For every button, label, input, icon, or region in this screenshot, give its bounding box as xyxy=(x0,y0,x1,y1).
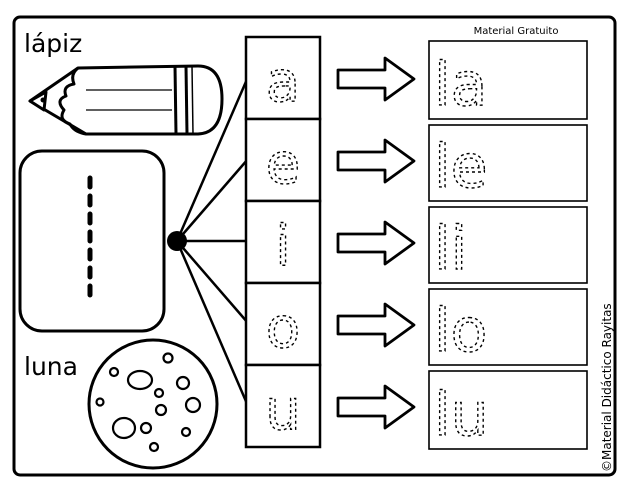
vowel-letter: e xyxy=(266,132,300,197)
syllable-box xyxy=(428,124,588,202)
syllable-box xyxy=(428,288,588,366)
right-arrow-icon xyxy=(336,220,416,266)
syllable-box xyxy=(428,40,588,120)
syllable-box xyxy=(428,206,588,284)
syllable-text: la xyxy=(434,50,487,120)
vowel-letter: a xyxy=(266,50,300,115)
right-arrow-icon xyxy=(336,56,416,102)
vowel-box xyxy=(244,281,322,367)
pencil-drawing xyxy=(28,64,224,136)
vowel-box xyxy=(244,35,322,121)
vowel-letter: u xyxy=(265,378,301,443)
syllable-text: lo xyxy=(434,296,487,366)
connector-lines xyxy=(175,76,250,407)
word-moon: luna xyxy=(24,352,78,381)
vowel-letter: i xyxy=(275,214,291,279)
syllable-text: li xyxy=(434,214,467,284)
syllable-box xyxy=(428,370,588,450)
header-label: Material Gratuito xyxy=(474,26,559,37)
vowel-letter: o xyxy=(266,296,300,361)
stroke-box xyxy=(18,149,166,333)
vowel-column: a e i o u xyxy=(244,35,322,449)
syllable-text: lu xyxy=(434,380,489,450)
moon-drawing xyxy=(87,338,219,470)
center-dot xyxy=(167,231,187,251)
arrow-column xyxy=(336,56,416,430)
syllable-column: la le li lo lu xyxy=(428,40,588,451)
word-pencil: lápiz xyxy=(24,29,82,58)
vowel-box xyxy=(244,117,322,203)
page-border xyxy=(12,15,617,477)
credit-text: ©Material Didáctico Rayitas xyxy=(600,303,614,472)
right-arrow-icon xyxy=(336,302,416,348)
right-arrow-icon xyxy=(336,384,416,430)
right-arrow-icon xyxy=(336,138,416,184)
syllable-text: le xyxy=(434,132,488,202)
vowel-box xyxy=(244,363,322,449)
